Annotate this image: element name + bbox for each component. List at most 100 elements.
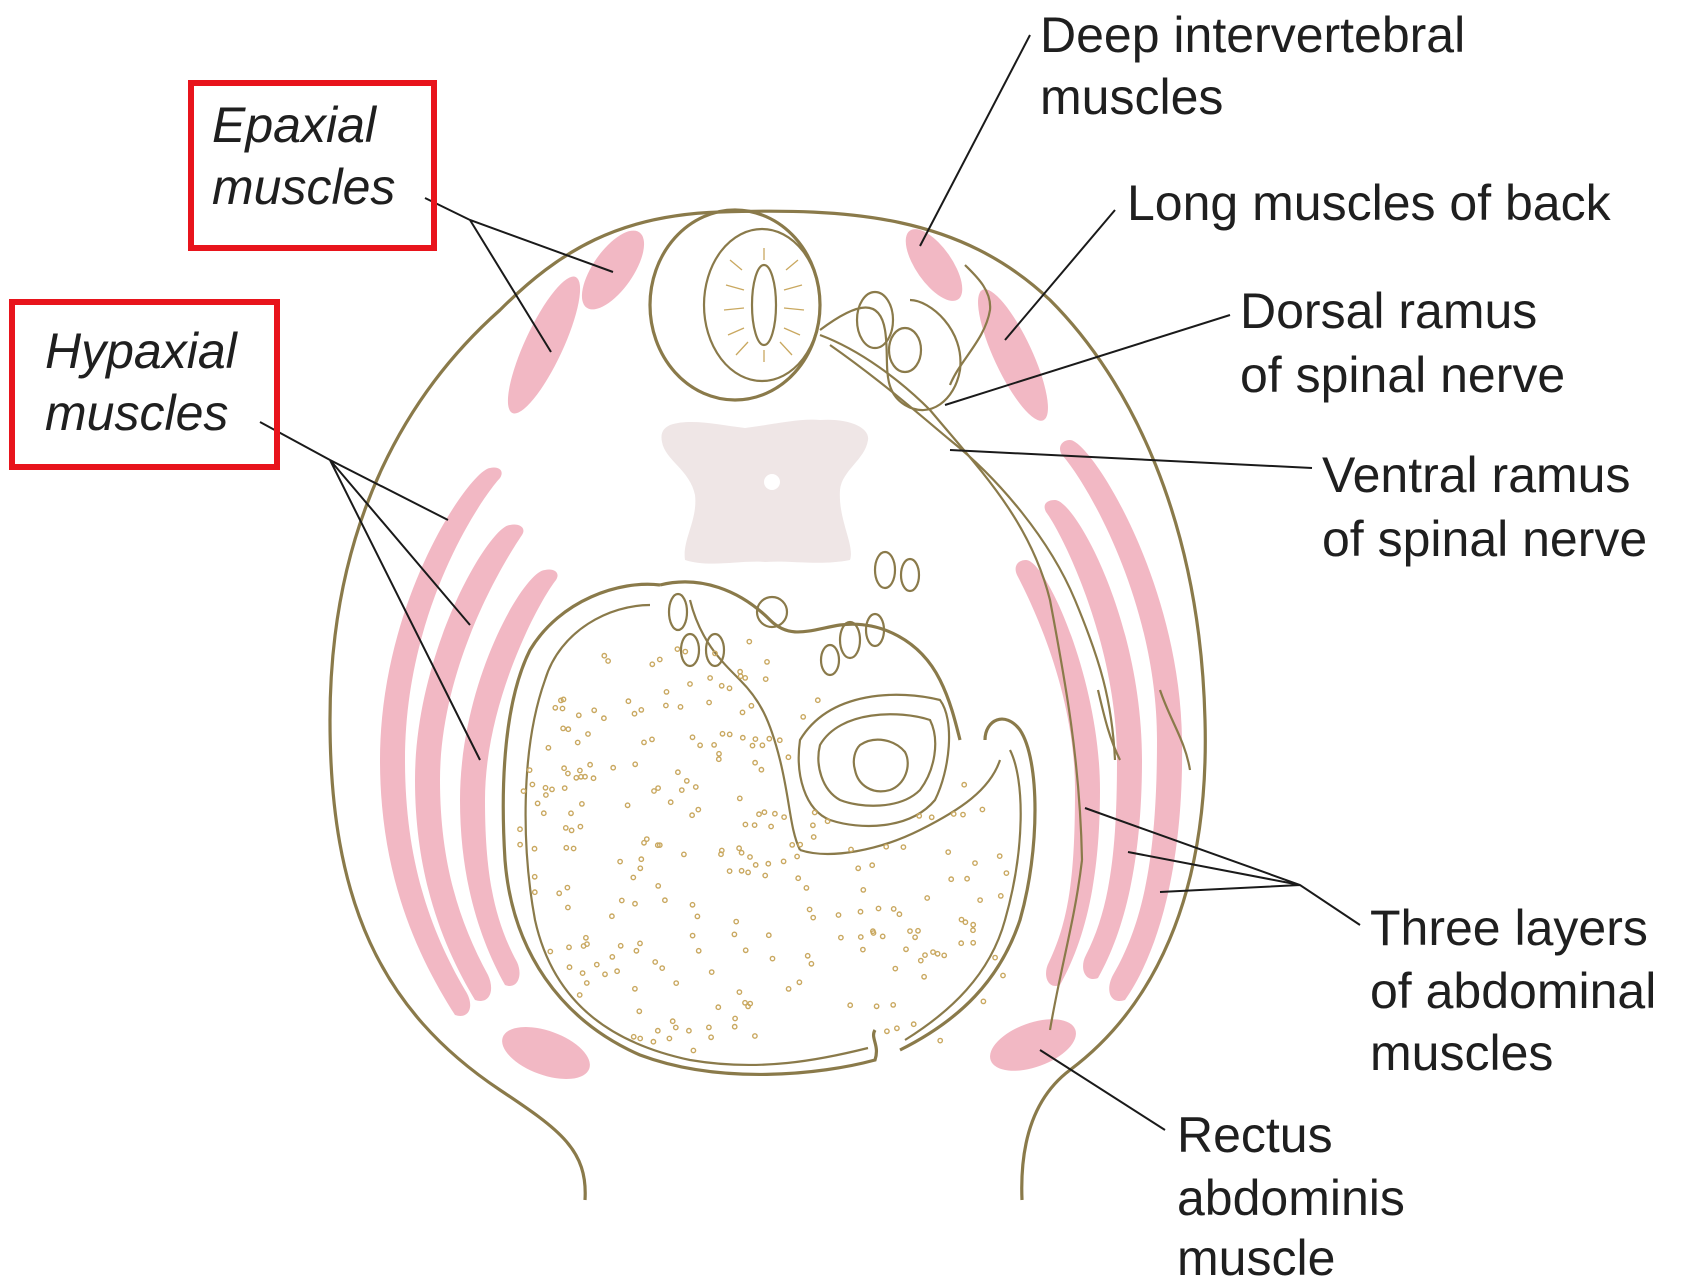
- stipple-dot: [546, 746, 550, 750]
- stipple-dot: [664, 690, 668, 694]
- stipple-dot: [633, 762, 637, 766]
- stipple-dot: [925, 896, 929, 900]
- stipple-dot: [663, 898, 667, 902]
- stipple-dot: [930, 815, 934, 819]
- stipple-dot: [569, 828, 573, 832]
- stipple-dot: [739, 869, 743, 873]
- stipple-dot: [790, 843, 794, 847]
- stipple-dot: [698, 743, 702, 747]
- stipple-dot: [667, 1036, 671, 1040]
- stipple-dot: [567, 965, 571, 969]
- stipple-dot: [720, 684, 724, 688]
- stipple-dot: [561, 726, 565, 730]
- stipple-dot: [585, 942, 589, 946]
- stipple-dot: [603, 972, 607, 976]
- stipple-dot: [674, 1025, 678, 1029]
- leader-rectus: [1040, 1050, 1165, 1130]
- stipple-dot: [638, 866, 642, 870]
- stipple-dot: [632, 712, 636, 716]
- stipple-dot: [737, 990, 741, 994]
- stipple-dot: [602, 716, 606, 720]
- stipple-dot: [733, 1025, 737, 1029]
- stipple-dot: [749, 704, 753, 708]
- stipple-dot: [651, 1040, 655, 1044]
- spinal-cord: [650, 210, 820, 400]
- stipple-dot: [765, 660, 769, 664]
- stipple-dot: [971, 928, 975, 932]
- stipple-dot: [961, 812, 965, 816]
- stipple-dot: [728, 732, 732, 736]
- stipple-dot: [753, 737, 757, 741]
- stipple-dot: [639, 857, 643, 861]
- stipple-dot: [637, 1009, 641, 1013]
- stipple-dot: [678, 705, 682, 709]
- stipple-dot: [806, 954, 810, 958]
- stipple-dot: [881, 934, 885, 938]
- stipple-dot: [816, 698, 820, 702]
- stipple-dot: [727, 686, 731, 690]
- stipple-dot: [998, 854, 1002, 858]
- stipple-dot: [535, 801, 539, 805]
- stipple-dot: [743, 676, 747, 680]
- stipple-dot: [738, 796, 742, 800]
- stipple-dot: [707, 1025, 711, 1029]
- stipple-dot: [685, 779, 689, 783]
- stipple-dot: [811, 915, 815, 919]
- stipple-dot: [885, 1029, 889, 1033]
- stipple-dot: [584, 936, 588, 940]
- stipple-dot: [542, 811, 546, 815]
- stipple-dot: [836, 913, 840, 917]
- stipple-dot: [1004, 871, 1008, 875]
- stipple-dot: [565, 885, 569, 889]
- stipple-dot: [716, 1005, 720, 1009]
- stipple-dot: [876, 906, 880, 910]
- stipple-dot: [566, 727, 570, 731]
- stipple-dot: [606, 659, 610, 663]
- stipple-dot: [533, 875, 537, 879]
- stipple-dot: [757, 812, 761, 816]
- stipple-dot: [639, 708, 643, 712]
- stipple-dot: [804, 886, 808, 890]
- stipple-dot: [653, 960, 657, 964]
- three-layers-label-line2: of abdominal: [1370, 963, 1656, 1019]
- stipple-dot: [904, 947, 908, 951]
- epaxial-muscle-left-upper: [570, 221, 656, 319]
- stipple-dot: [707, 700, 711, 704]
- stipple-dot: [610, 955, 614, 959]
- stipple-dot: [518, 842, 522, 846]
- stipple-dot: [521, 789, 525, 793]
- stipple-dot: [553, 706, 557, 710]
- stipple-dot: [720, 732, 724, 736]
- stipple-dot: [688, 682, 692, 686]
- stipple-dot: [571, 846, 575, 850]
- stipple-dot: [764, 677, 768, 681]
- stipple-dot: [530, 782, 534, 786]
- stipple-dot: [580, 971, 584, 975]
- stipple-dot: [952, 812, 956, 816]
- stipple-dot: [999, 894, 1003, 898]
- stipple-dot: [739, 851, 743, 855]
- stipple-dot: [812, 835, 816, 839]
- stipple-dot: [550, 787, 554, 791]
- stipple-dot: [740, 710, 744, 714]
- stipple-dot: [901, 845, 905, 849]
- stipple-dot: [676, 770, 680, 774]
- stipple-dot: [922, 975, 926, 979]
- three-layers-label-line1: Three layers: [1370, 900, 1648, 956]
- stipple-dot: [619, 944, 623, 948]
- stipple-dot: [773, 812, 777, 816]
- stipple-dot: [638, 1036, 642, 1040]
- stipple-dot: [669, 800, 673, 804]
- stipple-dot: [767, 933, 771, 937]
- stipple-dot: [962, 783, 966, 787]
- stipple-dot: [1001, 973, 1005, 977]
- stipple-dot: [754, 863, 758, 867]
- ventral-ramus-label-line2: of spinal nerve: [1322, 511, 1647, 567]
- stipple-dot: [753, 1034, 757, 1038]
- stipple-dot: [760, 743, 764, 747]
- stipple-dot: [795, 854, 799, 858]
- stipple-dot: [548, 949, 552, 953]
- stipple-dot: [750, 743, 754, 747]
- stipple-dot: [690, 813, 694, 817]
- stipple-dot: [576, 740, 580, 744]
